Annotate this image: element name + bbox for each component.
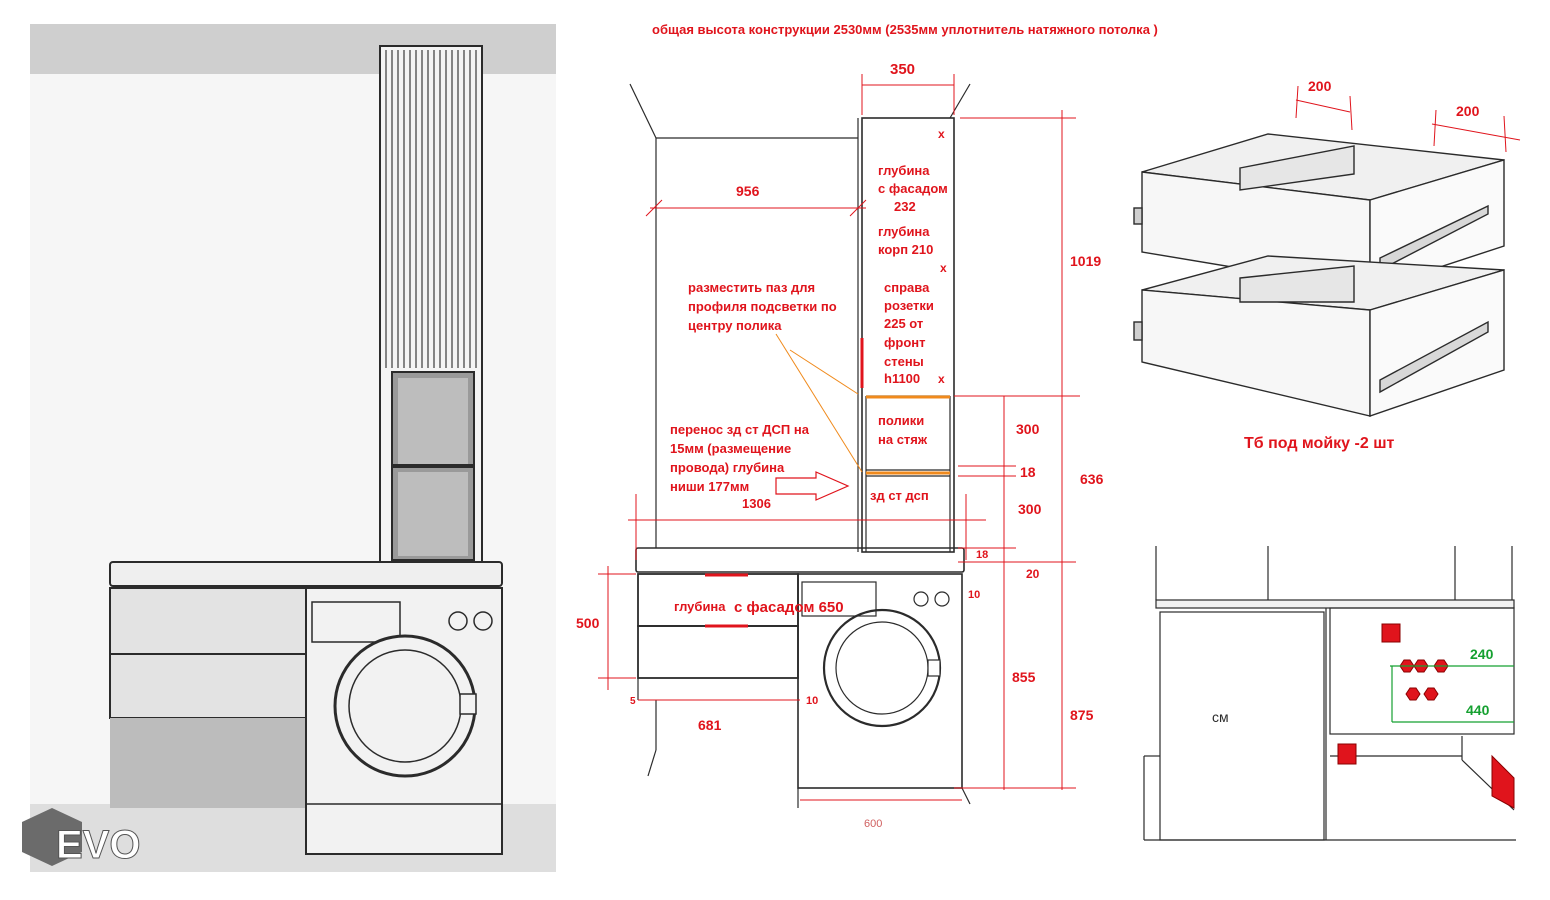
svg-text:600: 600 (864, 818, 882, 830)
svg-text:10: 10 (806, 695, 818, 707)
evo-logo: EVO (22, 808, 141, 868)
svg-text:225 от: 225 от (884, 316, 923, 331)
dim-440: 440 (1466, 702, 1490, 718)
svg-text:636: 636 (1080, 471, 1104, 487)
svg-text:300: 300 (1018, 501, 1042, 517)
svg-text:350: 350 (890, 61, 915, 78)
svg-text:x: x (938, 127, 945, 141)
svg-text:x: x (938, 372, 945, 386)
header-note: общая высота конструкции 2530мм (2535мм … (652, 22, 1158, 37)
dim-240: 240 (1470, 646, 1494, 662)
svg-text:глубина: глубина (878, 163, 930, 178)
svg-text:232: 232 (894, 199, 916, 214)
svg-text:10: 10 (968, 589, 980, 601)
svg-text:1019: 1019 (1070, 253, 1101, 269)
svg-text:x: x (940, 261, 947, 275)
fluted-facade (385, 50, 477, 368)
dimension-lines (598, 74, 1080, 801)
svg-text:с фасадом 650: с фасадом 650 (734, 599, 844, 616)
detail-green-lines (1390, 665, 1514, 723)
svg-text:глубина: глубина (674, 599, 726, 614)
svg-text:глубина: глубина (878, 224, 930, 239)
svg-text:профиля подсветки по: профиля подсветки по (688, 299, 837, 314)
svg-text:5: 5 (630, 696, 636, 707)
orange-highlights (775, 333, 950, 475)
svg-text:20: 20 (1026, 567, 1040, 581)
svg-text:500: 500 (576, 615, 600, 631)
drawer-dimensions (1295, 85, 1521, 153)
svg-text:18: 18 (976, 549, 988, 561)
drawer-dim-a: 200 (1308, 78, 1332, 94)
svg-text:681: 681 (698, 717, 722, 733)
elevation-labels: 350 956 1019 636 875 300 18 300 1306 18 … (576, 61, 1104, 830)
svg-text:ниши 177мм: ниши 177мм (670, 479, 749, 494)
svg-text:справа: справа (884, 280, 930, 295)
arrow-icon (775, 471, 850, 501)
svg-text:перенос зд ст ДСП на: перенос зд ст ДСП на (670, 422, 810, 437)
svg-text:на стяж: на стяж (878, 432, 928, 447)
detail-view (1143, 546, 1516, 841)
svg-text:15мм (размещение: 15мм (размещение (670, 441, 791, 456)
drawer-caption: Тб под мойку -2 шт (1244, 435, 1395, 452)
drawer-isometric (1133, 133, 1505, 417)
svg-text:1306: 1306 (742, 496, 771, 511)
svg-text:корп 210: корп 210 (878, 242, 933, 257)
render-panel (30, 24, 556, 872)
svg-text:фронт: фронт (884, 335, 925, 350)
svg-text:300: 300 (1016, 421, 1040, 437)
svg-text:провода) глубина: провода) глубина (670, 460, 785, 475)
svg-text:h1100: h1100 (884, 371, 920, 386)
svg-text:центру полика: центру полика (688, 318, 782, 333)
svg-text:с фасадом: с фасадом (878, 181, 948, 196)
svg-text:956: 956 (736, 183, 760, 199)
svg-text:полики: полики (878, 413, 924, 428)
svg-text:18: 18 (1020, 464, 1036, 480)
logo-text: EVO (56, 823, 140, 867)
drawer-dim-b: 200 (1456, 103, 1480, 119)
wm-label: см (1212, 709, 1229, 725)
svg-text:стены: стены (884, 354, 924, 369)
svg-text:875: 875 (1070, 707, 1094, 723)
red-marks (705, 338, 864, 628)
svg-text:855: 855 (1012, 669, 1036, 685)
svg-text:разместить паз для: разместить паз для (688, 280, 815, 295)
svg-text:зд ст дсп: зд ст дсп (870, 488, 929, 503)
svg-text:розетки: розетки (884, 298, 934, 313)
